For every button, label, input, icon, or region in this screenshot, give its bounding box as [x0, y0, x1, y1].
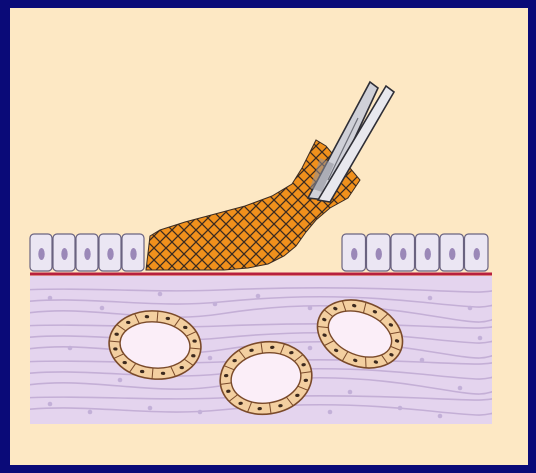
tissue-dot — [468, 306, 473, 311]
tissue-dot — [100, 306, 105, 311]
epithelial-cell — [465, 234, 489, 271]
epithelial-cell — [367, 234, 391, 271]
tissue-dot — [48, 296, 53, 301]
tissue-dot — [420, 358, 425, 363]
epithelial-cell — [440, 234, 464, 271]
tissue-dot — [118, 378, 123, 383]
tissue-dot — [208, 356, 213, 361]
tissue-dot — [398, 406, 403, 411]
epithelial-cell — [76, 234, 98, 271]
tissue-dot — [148, 406, 153, 411]
tissue-dot — [428, 296, 433, 301]
tissue-dot — [348, 390, 353, 395]
tissue-dot — [478, 336, 483, 341]
tissue-dot — [328, 410, 333, 415]
epithelial-cell — [416, 234, 440, 271]
tissue-diagram — [10, 8, 528, 465]
tissue-dot — [458, 386, 463, 391]
tissue-dot — [48, 402, 53, 407]
epithelial-cell — [30, 234, 52, 271]
epithelial-cell — [99, 234, 121, 271]
tissue-dot — [198, 410, 203, 415]
epithelial-cell — [342, 234, 366, 271]
tissue-dot — [308, 306, 313, 311]
tissue-dot — [158, 292, 163, 297]
tissue-dot — [88, 410, 93, 415]
tissue-dot — [213, 302, 218, 307]
tissue-dot — [438, 414, 443, 419]
epithelial-cell — [122, 234, 144, 271]
illustration-panel — [10, 8, 528, 465]
epithelial-cell — [391, 234, 415, 271]
epithelial-cell — [53, 234, 75, 271]
tissue-dot — [256, 294, 261, 299]
tissue-dot — [68, 346, 73, 351]
tissue-dot — [308, 346, 313, 351]
